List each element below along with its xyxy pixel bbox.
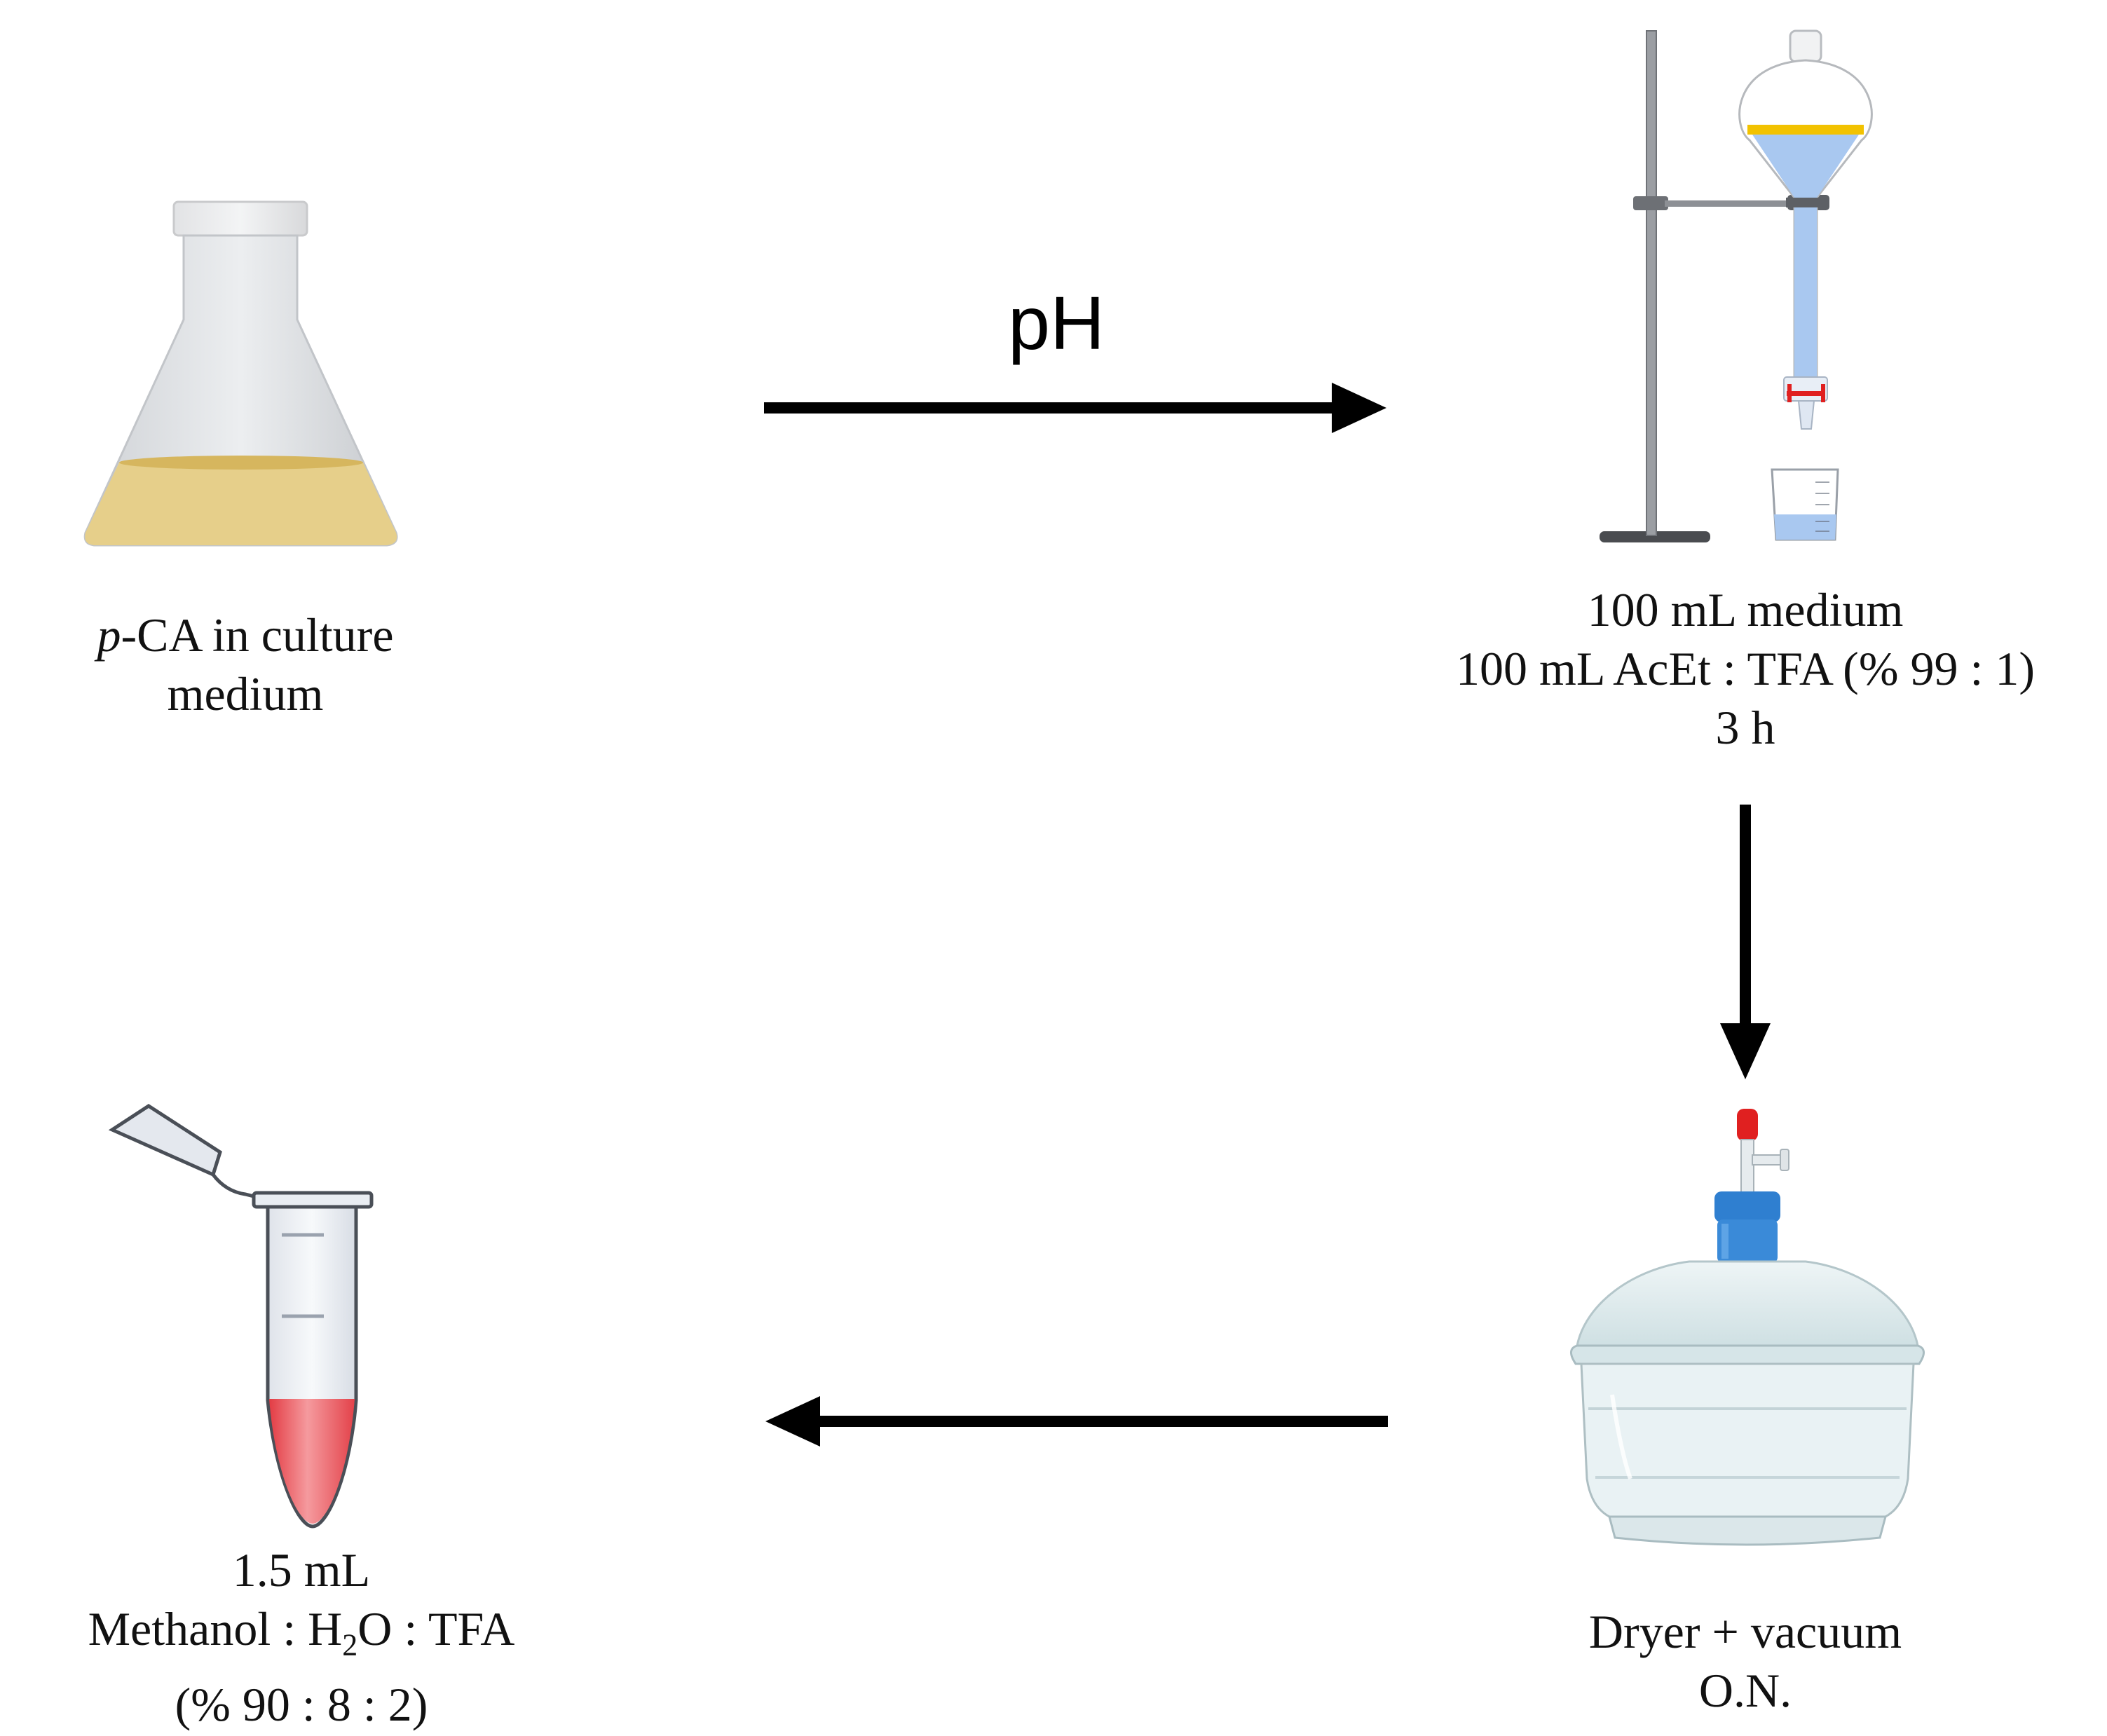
resuspension-label-sub: 2 (342, 1627, 358, 1662)
culture-label-rest: -CA in culture (121, 608, 394, 662)
arrow-down (1720, 805, 1771, 1079)
resuspension-label-line1: 1.5 mL (232, 1543, 371, 1597)
drying-label-line1: Dryer + vacuum (1588, 1605, 1902, 1658)
microcentrifuge-tube-icon (108, 1104, 374, 1529)
beaker-icon (1771, 468, 1839, 541)
arrow-label-ph: pH (1008, 280, 1105, 365)
separatory-funnel-icon (1738, 29, 1873, 430)
culture-label: p-CA in culture medium (21, 606, 470, 723)
desiccator-valve-cap (1737, 1109, 1758, 1141)
culture-label-line2: medium (167, 667, 324, 720)
tube-lid (108, 1104, 222, 1177)
extraction-label-line3: 3 h (1715, 701, 1775, 754)
arrow-left (765, 1396, 1388, 1447)
extraction-label-line1: 100 mL medium (1587, 583, 1904, 636)
aqueous-layer (1750, 130, 1862, 377)
desiccator-blue-cap (1714, 1191, 1780, 1222)
tube-red-liquid (269, 1399, 355, 1524)
drying-label-line2: O.N. (1698, 1664, 1792, 1717)
culture-liquid (85, 463, 397, 545)
solvent-layer (1747, 125, 1864, 135)
resuspension-label-post: O : TFA (357, 1602, 515, 1655)
culture-label-italic: p (97, 608, 121, 662)
drying-label: Dryer + vacuum O.N. (1479, 1602, 2012, 1720)
resuspension-label-line2: Methanol : H2O : TFA (14, 1599, 589, 1675)
erlenmeyer-flask-icon (83, 200, 398, 547)
resuspension-label-pre: Methanol : H (88, 1602, 343, 1655)
ring-stand-icon (1600, 30, 1829, 542)
resuspension-label-line3: (% 90 : 8 : 2) (175, 1677, 428, 1731)
vacuum-desiccator-icon (1570, 1109, 1925, 1546)
resuspension-label: 1.5 mL Methanol : H2O : TFA (% 90 : 8 : … (14, 1540, 589, 1734)
stopcock-handle (1787, 391, 1825, 396)
culture-label-line1: p-CA in culture (21, 606, 470, 664)
extraction-label-line2: 100 mL AcEt : TFA (% 99 : 1) (1455, 642, 2036, 695)
arrow-right (764, 383, 1386, 433)
extraction-label: 100 mL medium 100 mL AcEt : TFA (% 99 : … (1388, 580, 2103, 757)
